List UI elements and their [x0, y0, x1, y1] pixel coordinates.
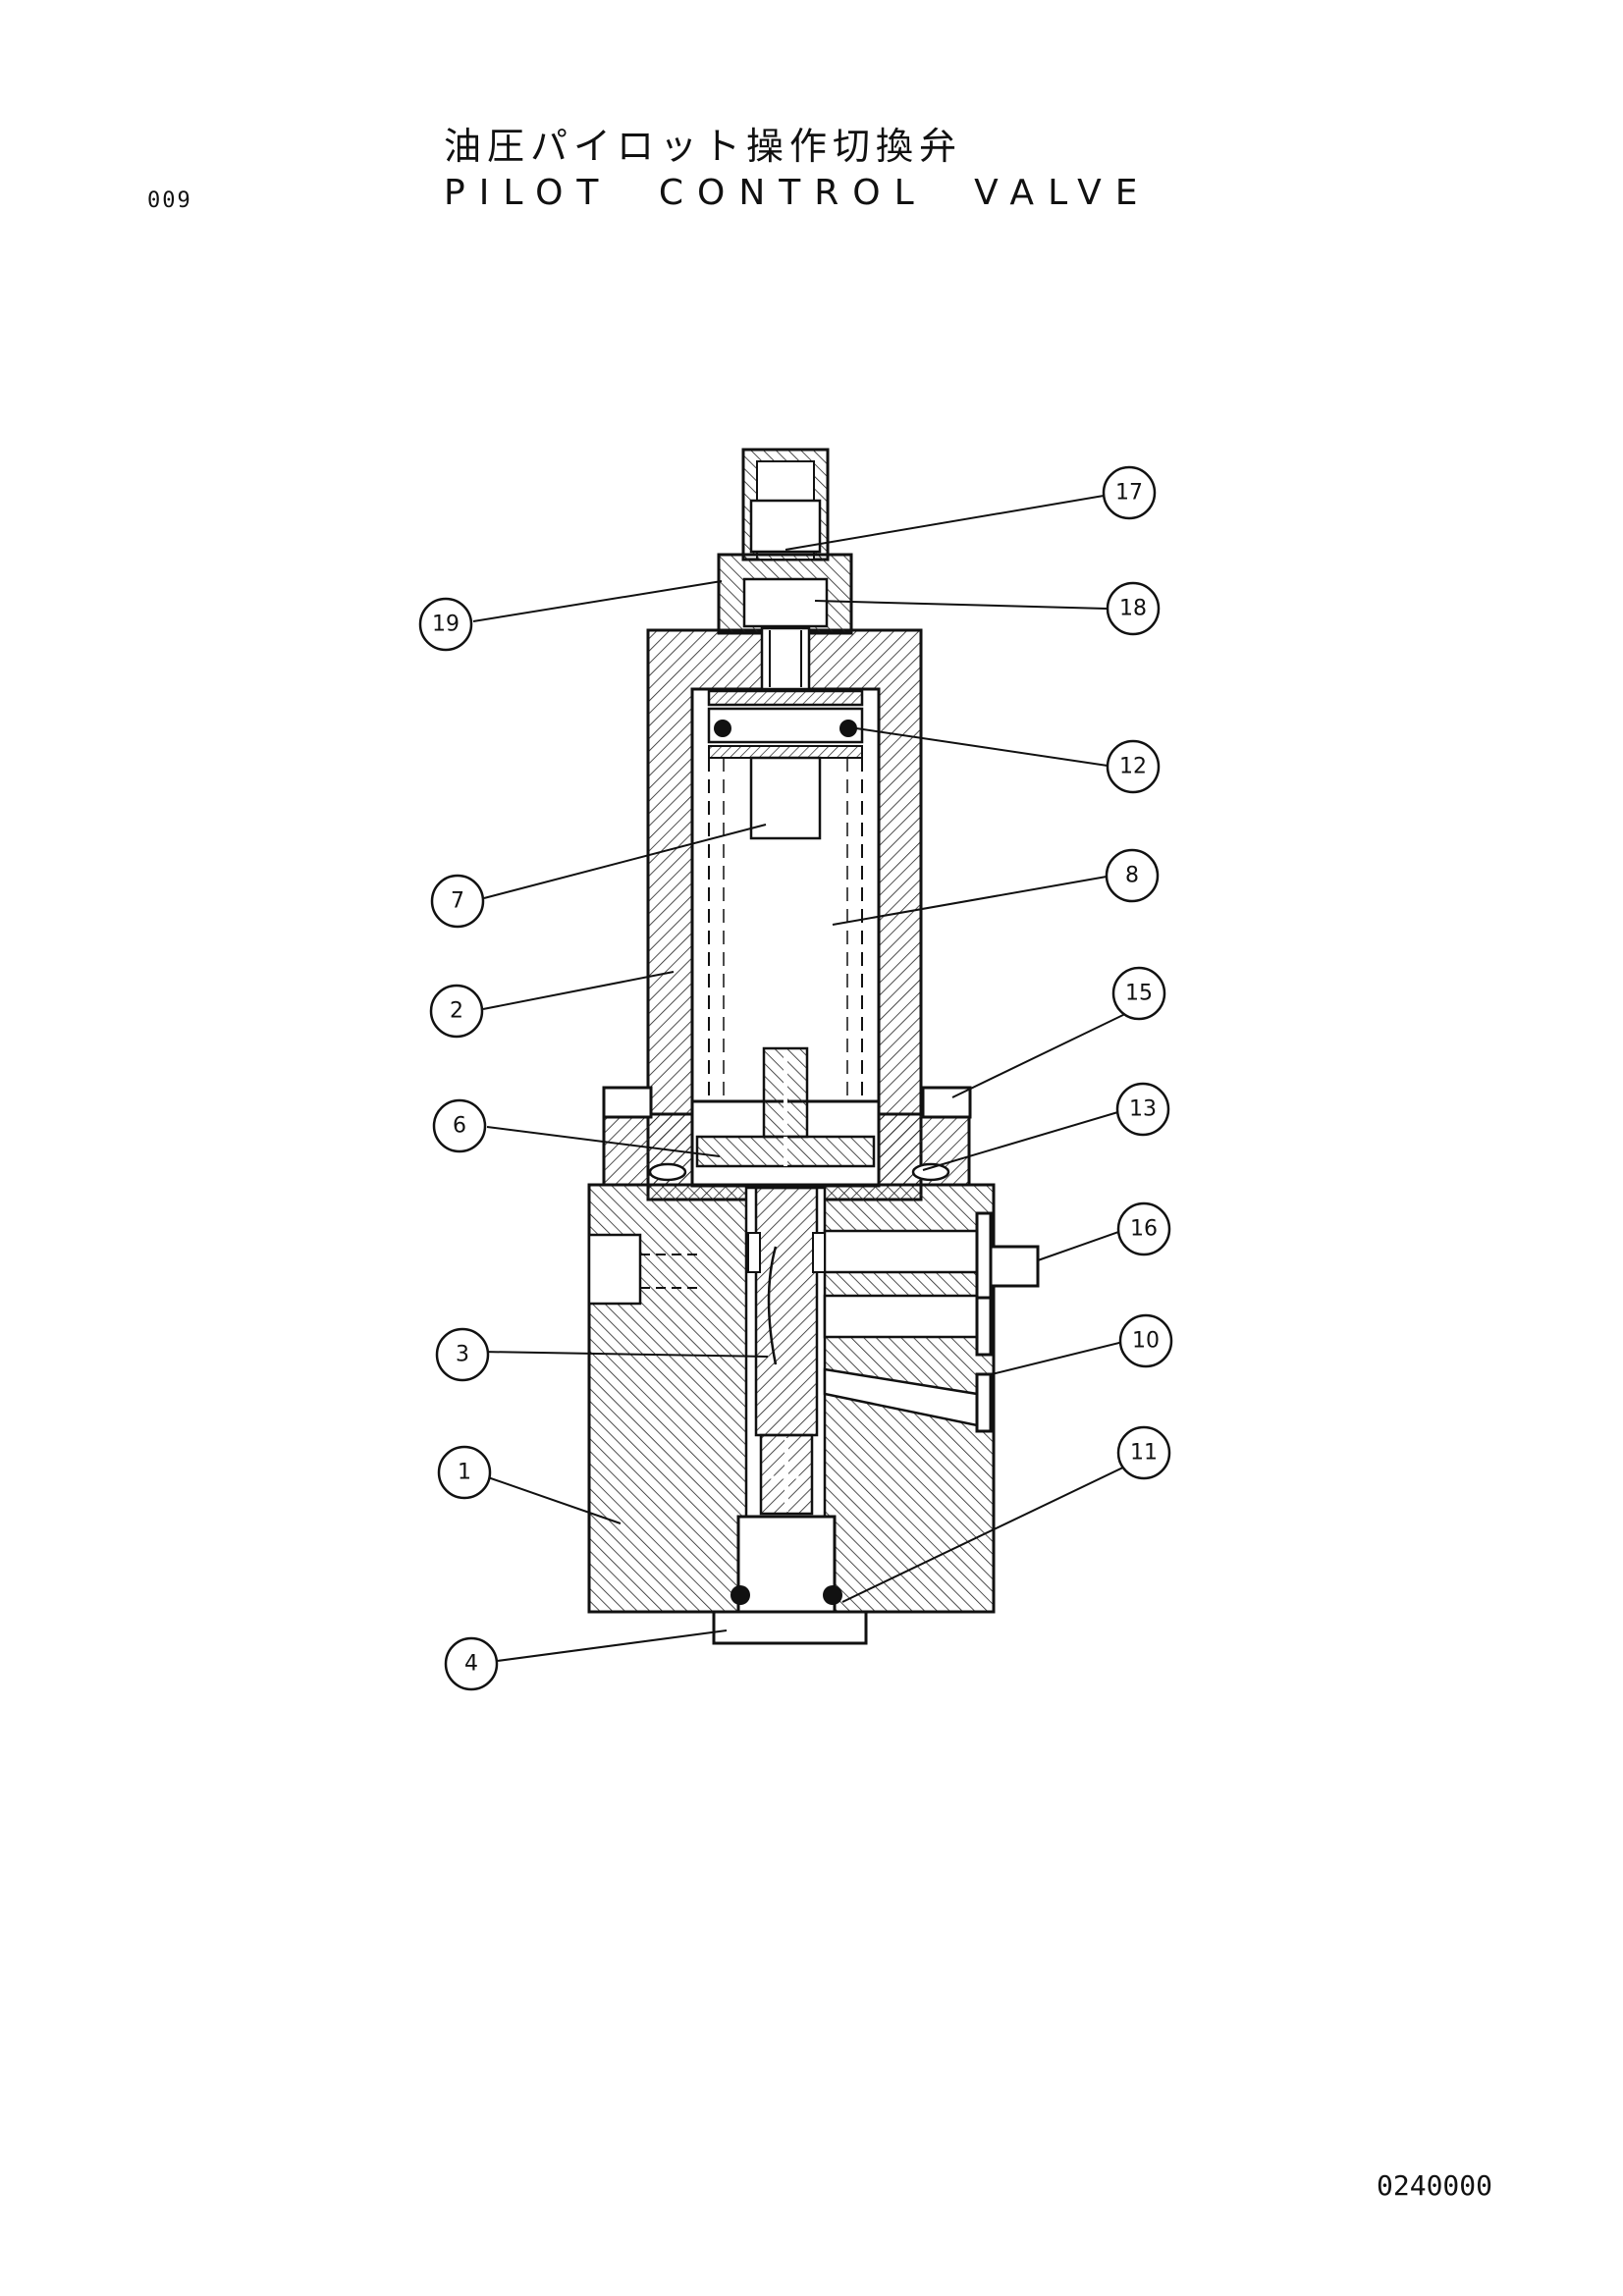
callout-3: 3: [435, 1327, 490, 1382]
svg-text:4: 4: [464, 1652, 478, 1677]
callout-4: 4: [444, 1636, 499, 1691]
svg-text:15: 15: [1125, 982, 1153, 1006]
callout-19: 19: [418, 597, 473, 652]
svg-text:19: 19: [432, 613, 460, 637]
svg-text:1: 1: [458, 1461, 471, 1485]
adjusting-screw-assembly: [717, 448, 853, 691]
plunger: [648, 1046, 950, 1182]
callout-1: 1: [437, 1445, 492, 1500]
callout-8: 8: [1105, 848, 1160, 903]
callout-2: 2: [429, 984, 484, 1039]
leader-lines: [472, 495, 1128, 1663]
callout-18: 18: [1106, 581, 1161, 636]
svg-text:10: 10: [1132, 1329, 1160, 1354]
callout-17: 17: [1102, 465, 1157, 520]
svg-text:2: 2: [450, 999, 463, 1024]
drawing-code: 0240000: [1377, 2169, 1493, 2202]
svg-text:8: 8: [1125, 864, 1139, 888]
svg-text:7: 7: [451, 889, 464, 914]
svg-text:13: 13: [1129, 1097, 1157, 1122]
spool: [747, 1186, 826, 1516]
svg-text:17: 17: [1115, 481, 1143, 506]
svg-text:18: 18: [1119, 597, 1147, 621]
title-japanese: 油圧パイロット操作切換弁: [444, 125, 963, 168]
svg-text:6: 6: [453, 1114, 466, 1139]
callout-10: 10: [1118, 1313, 1173, 1368]
page-number: 009: [147, 188, 192, 213]
callout-7: 7: [430, 874, 485, 929]
title-english: PILOT CONTROL VALVE: [444, 173, 1152, 213]
svg-text:3: 3: [456, 1343, 469, 1367]
callout-16: 16: [1116, 1201, 1171, 1256]
callout-12: 12: [1106, 739, 1161, 794]
callout-15: 15: [1111, 966, 1166, 1021]
callout-13: 13: [1115, 1082, 1170, 1137]
svg-text:16: 16: [1130, 1217, 1158, 1242]
spring-assembly: [707, 689, 864, 1101]
callout-6: 6: [432, 1098, 487, 1153]
svg-text:11: 11: [1130, 1441, 1158, 1466]
svg-text:12: 12: [1119, 755, 1147, 779]
callout-11: 11: [1116, 1425, 1171, 1480]
